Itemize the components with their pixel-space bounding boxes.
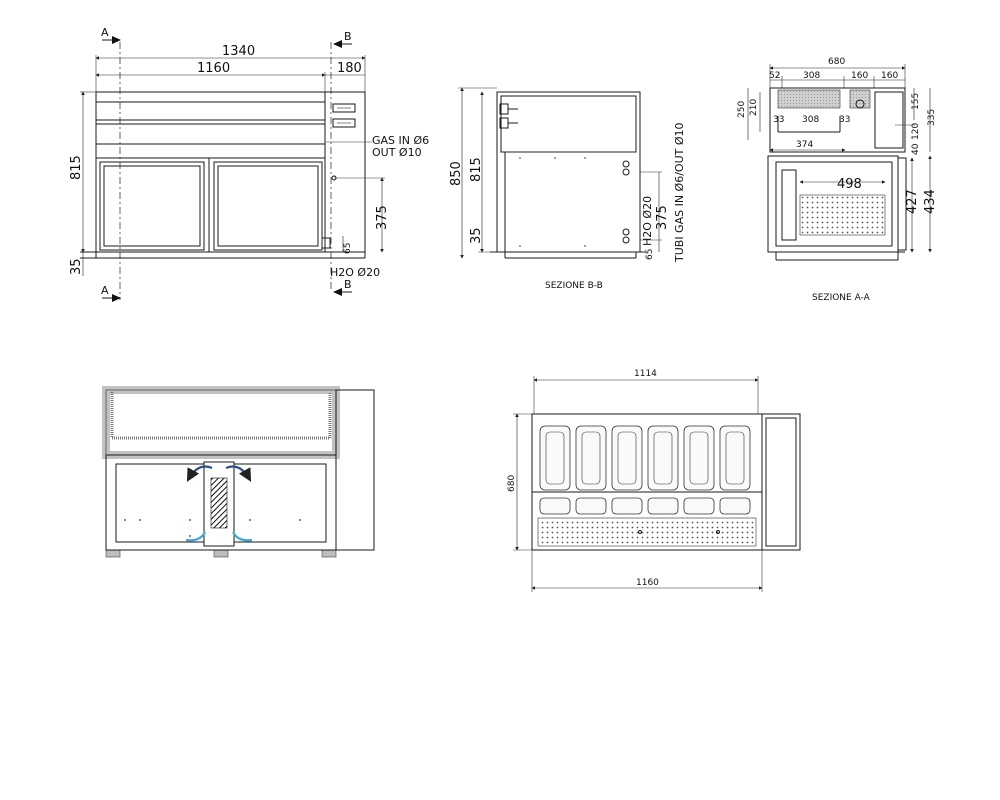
section-b-label-top: B — [344, 30, 352, 43]
door-right — [213, 161, 323, 251]
warm-airflow-right-arrow — [225, 465, 252, 482]
evaporator-column — [203, 461, 235, 547]
dim-gas-height: 375 — [375, 205, 390, 230]
top-view-side — [761, 413, 801, 551]
section-b-caption: SEZIONE B-B — [545, 281, 603, 291]
dim-top-width-1160: 1160 — [636, 578, 659, 588]
dim-top-depth-680: 680 — [507, 475, 517, 492]
dim-a-width-total: 680 — [828, 57, 845, 67]
dim-a-155: 155 — [911, 93, 921, 110]
evaporator-grille — [799, 194, 886, 236]
pans-row — [539, 425, 751, 491]
gas-in-label: GAS IN Ø6 — [372, 134, 429, 147]
dim-a-top-4: 160 — [881, 71, 898, 81]
section-b-arrow-top — [333, 40, 342, 48]
water-connection — [321, 237, 331, 249]
pan-6 — [719, 425, 751, 491]
section-a-arrow-top — [112, 36, 121, 44]
dim-a-edge-right: 33 — [839, 115, 850, 125]
section-a-label-top: A — [101, 26, 109, 39]
section-b-label-bottom: B — [344, 278, 352, 291]
section-b-body — [496, 91, 641, 253]
dim-height-total: 815 — [69, 155, 84, 180]
perforated-shelf — [537, 517, 757, 547]
front-view: A A B B 1340 1160 180 — [69, 26, 429, 302]
dim-width-inner: 1160 — [197, 61, 230, 76]
pan-gastronorm — [777, 89, 841, 109]
section-a-caption: SEZIONE A-A — [812, 293, 871, 303]
dim-a-250: 250 — [737, 101, 747, 118]
section-b-arrow-bottom — [333, 288, 342, 296]
dim-height-35: 35 — [469, 227, 484, 244]
control-panel-upper — [332, 103, 356, 113]
section-b-b-view: 850 815 35 H2O Ø20 375 65 TUBI GAS IN Ø6… — [449, 87, 686, 291]
dim-a-top-1: 52 — [769, 71, 780, 81]
dim-a-40: 40 — [911, 143, 921, 155]
evaporator-coil — [210, 477, 228, 529]
small-pans-row — [539, 497, 751, 515]
dim-foot-height: 35 — [69, 258, 84, 275]
dim-a-top-2: 308 — [803, 71, 820, 81]
dim-a-498: 498 — [837, 177, 862, 192]
section-a-label-bottom: A — [101, 284, 109, 297]
section-a-top — [769, 87, 906, 153]
cold-airflow-right-arrow — [232, 531, 253, 542]
warm-airflow-left-arrow — [186, 465, 213, 482]
water-label-b: H2O Ø20 — [641, 196, 654, 246]
dim-top-width-1114: 1114 — [634, 369, 657, 379]
dim-a-210: 210 — [749, 99, 759, 116]
dim-65-b: 65 — [645, 249, 655, 260]
top-view: 1114 — [507, 369, 801, 592]
dim-a-434: 434 — [923, 189, 938, 214]
airflow-section-view — [102, 386, 375, 558]
door-left — [99, 161, 205, 251]
water-port — [622, 228, 630, 236]
section-a-a-view: 680 52 308 160 160 33 308 33 374 498 — [737, 57, 938, 303]
dim-height-850: 850 — [449, 161, 464, 186]
dim-a-374: 374 — [796, 140, 813, 150]
section-a-arrow-bottom — [112, 294, 121, 302]
side-compartment — [335, 389, 375, 551]
pipes-label: TUBI GAS IN Ø6/OUT Ø10 — [673, 123, 686, 264]
dim-height-815: 815 — [469, 157, 484, 182]
dim-width-total: 1340 — [222, 44, 255, 59]
gas-out-label: OUT Ø10 — [372, 146, 422, 159]
control-panel-lower — [332, 118, 356, 128]
gas-pipe-port — [622, 160, 630, 168]
dim-water-height: 65 — [343, 243, 353, 254]
cold-airflow-left-arrow — [185, 531, 206, 542]
dim-375-b: 375 — [655, 205, 670, 230]
dim-a-120: 120 — [911, 123, 921, 140]
pan-5 — [683, 425, 715, 491]
pan-4 — [647, 425, 679, 491]
pan-2 — [575, 425, 607, 491]
dim-width-side: 180 — [337, 61, 362, 76]
dim-a-edge-left: 33 — [773, 115, 784, 125]
dim-a-top-3: 160 — [851, 71, 868, 81]
dim-a-427: 427 — [905, 189, 920, 214]
pan-1 — [539, 425, 571, 491]
dim-a-335: 335 — [927, 109, 937, 126]
dim-a-pan-width: 308 — [802, 115, 819, 125]
pan-3 — [611, 425, 643, 491]
water-label: H2O Ø20 — [330, 266, 380, 279]
